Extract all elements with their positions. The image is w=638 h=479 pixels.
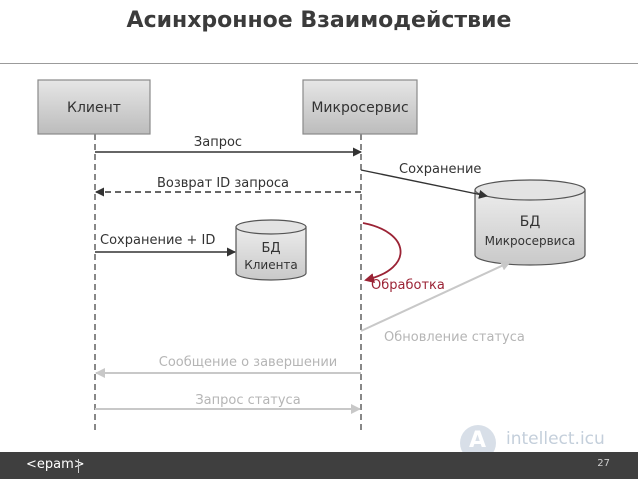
watermark-letter: A xyxy=(469,428,487,453)
footer-bar: <epam> 27 xyxy=(0,452,638,479)
save-arrow xyxy=(360,169,488,199)
status-update-label: Обновление статуса xyxy=(384,330,525,345)
footer-divider xyxy=(78,459,79,473)
save-label: Сохранение xyxy=(399,162,481,177)
status-update-arrow xyxy=(360,261,511,332)
service-db-line1: БД xyxy=(520,214,541,230)
service-label: Микросервис xyxy=(311,100,408,116)
client-db: БД Клиента xyxy=(235,219,307,281)
title-divider xyxy=(0,63,638,64)
completion-label: Сообщение о завершении xyxy=(159,355,338,370)
watermark-text: intellect.icu xyxy=(506,429,605,449)
client-db-line1: БД xyxy=(261,241,280,256)
service-participant: Микросервис xyxy=(302,79,418,135)
sequence-diagram: Клиент Микросервис БД Клиента БД Микросе… xyxy=(37,79,586,432)
request-label: Запрос xyxy=(194,135,242,150)
return-id-label: Возврат ID запроса xyxy=(157,176,289,191)
client-label: Клиент xyxy=(67,100,121,116)
status-request-label: Запрос статуса xyxy=(195,393,300,408)
page-number: 27 xyxy=(597,458,610,469)
processing-label: Обработка xyxy=(371,278,445,293)
slide-title: Асинхронное Взаимодействие xyxy=(126,8,512,33)
service-db: БД Микросервиса xyxy=(474,179,586,266)
epam-logo: <epam> xyxy=(26,457,85,472)
watermark: A intellect.icu xyxy=(460,425,630,461)
client-db-line2: Клиента xyxy=(244,258,298,272)
save-id-label: Сохранение + ID xyxy=(100,233,215,248)
service-db-line2: Микросервиса xyxy=(485,234,576,248)
client-participant: Клиент xyxy=(37,79,151,135)
processing-arrow xyxy=(362,222,402,283)
